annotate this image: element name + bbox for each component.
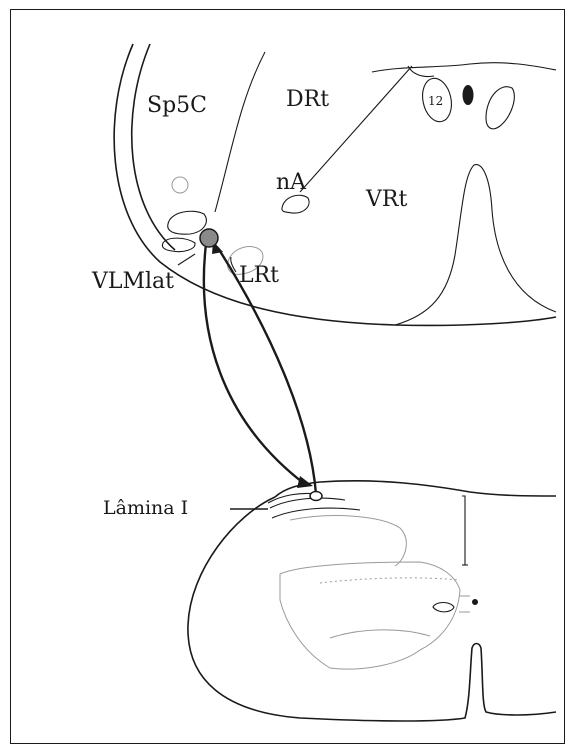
label-vrt: VRt: [365, 187, 407, 212]
ventrolateral-oval-2: [162, 238, 195, 251]
vlmlat-pointer: [178, 254, 195, 265]
label-lamina-i: Lâmina I: [103, 497, 188, 519]
central-gray-line: [459, 596, 470, 612]
central-canal-oval: [433, 603, 454, 612]
label-nucleus-12: 12: [428, 94, 443, 108]
medulla-outer-border: [114, 44, 556, 325]
label-vlmlat: VLMlat: [91, 269, 174, 294]
diagonal-tract: [300, 66, 412, 192]
ventral-midline-pyramid: [395, 165, 556, 325]
ventrolateral-oval-1: [168, 211, 207, 234]
gray-matter-outline: [280, 562, 460, 669]
central-canal-dot: [472, 599, 478, 605]
sp5c-boundary: [215, 52, 265, 212]
spinal-cord-section: [188, 481, 556, 721]
medulla-inner-border: [132, 44, 175, 250]
medulla-section: [114, 44, 556, 325]
label-sp5c: Sp5C: [147, 93, 207, 118]
spinal-outer-border: [188, 497, 556, 721]
label-na: nA: [276, 170, 307, 195]
label-lrt: LRt: [239, 263, 279, 288]
central-canal-black: [463, 85, 474, 105]
dorsal-horn-outline: [290, 516, 406, 566]
dorsal-outline: [372, 63, 556, 72]
lamina-i-band-outer: [270, 498, 345, 508]
label-drt: DRt: [286, 87, 329, 112]
lamina-i-neuron: [310, 492, 322, 501]
ventral-horn-outline: [330, 630, 430, 638]
faint-structure: [172, 177, 188, 193]
arrowhead-lamina: [297, 476, 313, 488]
vlmlat-neuron: [200, 229, 218, 247]
nucleus-12-right-oval: [486, 87, 514, 129]
midline-bracket: [462, 496, 465, 565]
na-oval: [282, 195, 309, 213]
intermediate-zone: [320, 578, 458, 583]
